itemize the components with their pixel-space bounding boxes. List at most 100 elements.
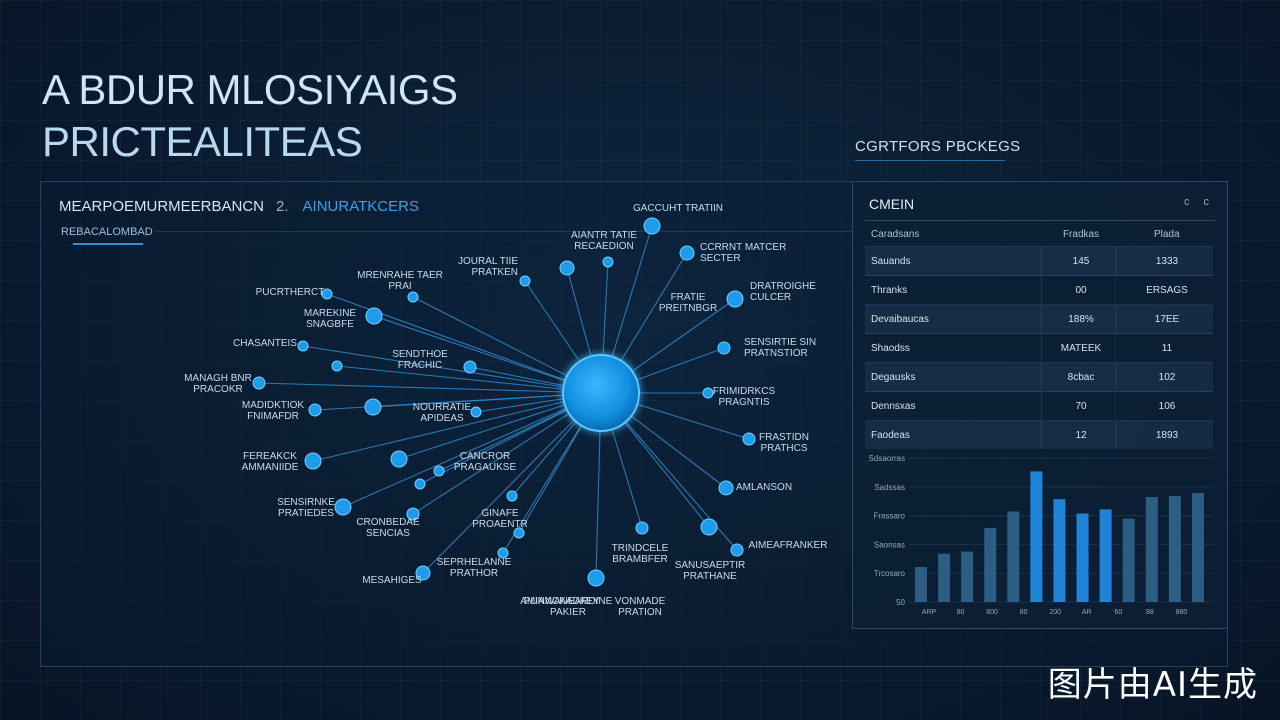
- network-node[interactable]: [726, 290, 744, 308]
- network-node[interactable]: [718, 480, 734, 496]
- network-edge: [342, 392, 602, 508]
- right-heading-underline: [855, 160, 1005, 161]
- chart-x-label: 880: [1176, 609, 1188, 616]
- table-row[interactable]: Degausks 8cbac 102: [865, 362, 1213, 392]
- network-node[interactable]: [717, 341, 731, 355]
- network-node[interactable]: [602, 256, 614, 268]
- tab-underline: [73, 243, 143, 245]
- network-node[interactable]: [679, 245, 695, 261]
- table-cell: 102: [1115, 362, 1213, 392]
- table-cell: Degausks: [865, 362, 1042, 392]
- chart-x-label: AR: [1082, 609, 1092, 616]
- network-node[interactable]: [364, 398, 382, 416]
- network-node[interactable]: [742, 432, 756, 446]
- table-cell: Shaodss: [865, 333, 1042, 363]
- side-control-2[interactable]: c: [1203, 196, 1210, 208]
- panel-tab[interactable]: REBACALOMBAD: [61, 226, 153, 238]
- chart-bar[interactable]: [1191, 492, 1204, 602]
- network-edge: [422, 392, 602, 574]
- table-header[interactable]: Plada: [1153, 228, 1180, 240]
- network-node[interactable]: [497, 547, 509, 559]
- side-panel-rule: [865, 220, 1215, 221]
- network-node[interactable]: [406, 507, 420, 521]
- table-header[interactable]: Caradsans: [871, 228, 920, 240]
- network-node[interactable]: [506, 490, 518, 502]
- network-edge: [326, 293, 602, 394]
- table-header-row: Caradsans Fradkas Plada: [865, 222, 1213, 247]
- network-edge: [312, 392, 602, 462]
- chart-y-label: Sdsaorras: [869, 454, 905, 463]
- chart-bar[interactable]: [961, 551, 974, 602]
- table-cell: 1333: [1115, 246, 1213, 276]
- chart-bar[interactable]: [1122, 518, 1135, 602]
- table-row[interactable]: Thranks 00 ERSAGS: [865, 275, 1213, 305]
- network-node[interactable]: [559, 260, 575, 276]
- hub-node[interactable]: [562, 354, 640, 432]
- chart-y-label: Trcosaro: [874, 569, 906, 578]
- panel-heading-accent[interactable]: AINURATKCERS: [302, 198, 419, 215]
- network-node[interactable]: [414, 478, 426, 490]
- network-node[interactable]: [433, 465, 445, 477]
- chart-bar[interactable]: [984, 527, 997, 602]
- network-node[interactable]: [470, 406, 482, 418]
- chart-bar[interactable]: [1030, 471, 1043, 602]
- table-row[interactable]: Dennsxas 70 106: [865, 391, 1213, 421]
- node-label: AIMEAFRANKER: [749, 540, 828, 551]
- table-row[interactable]: Faodeas 12 1893: [865, 420, 1213, 449]
- table-header[interactable]: Fradkas: [1062, 228, 1100, 240]
- chart-bar[interactable]: [1076, 513, 1089, 602]
- table-row[interactable]: Sauands 145 1333: [865, 246, 1213, 276]
- network-node[interactable]: [463, 360, 477, 374]
- chart-bar[interactable]: [1145, 497, 1158, 602]
- table-cell: Faodeas: [865, 420, 1042, 449]
- panel-heading-rule: [156, 231, 856, 232]
- network-node[interactable]: [587, 569, 605, 587]
- network-node[interactable]: [304, 452, 322, 470]
- chart-bar[interactable]: [938, 553, 951, 602]
- network-edge: [258, 382, 602, 394]
- chart-bar[interactable]: [1168, 496, 1181, 602]
- network-node[interactable]: [308, 403, 322, 417]
- network-node[interactable]: [702, 387, 714, 399]
- chart-bar[interactable]: [1007, 511, 1020, 602]
- network-node[interactable]: [519, 275, 531, 287]
- network-node[interactable]: [252, 376, 266, 390]
- title-line-2: PRICTEALITEAS: [42, 118, 363, 165]
- network-node[interactable]: [730, 543, 744, 557]
- table-row[interactable]: Devaibaucas 188% 17EE: [865, 304, 1213, 334]
- node-label: AMLANSON: [736, 482, 792, 493]
- side-control-1[interactable]: c: [1184, 196, 1190, 208]
- chart-bar[interactable]: [915, 567, 927, 602]
- panel-heading-number: 2.: [276, 198, 289, 215]
- network-node[interactable]: [321, 288, 333, 300]
- table-row[interactable]: Shaodss MATEEK 11: [865, 333, 1213, 363]
- network-node[interactable]: [407, 291, 419, 303]
- table-cell: Devaibaucas: [865, 304, 1042, 334]
- network-node[interactable]: [643, 217, 661, 235]
- chart-bar[interactable]: [1053, 499, 1066, 602]
- network-node[interactable]: [635, 521, 649, 535]
- network-node[interactable]: [297, 340, 309, 352]
- network-node[interactable]: [334, 498, 352, 516]
- network-node[interactable]: [415, 565, 431, 581]
- chart-x-label: 80: [957, 609, 965, 616]
- network-node[interactable]: [390, 450, 408, 468]
- network-node[interactable]: [700, 518, 718, 536]
- chart-x-label: ARP: [922, 609, 937, 616]
- network-node[interactable]: [365, 307, 383, 325]
- side-panel-title: CMEIN: [869, 196, 915, 212]
- network-node[interactable]: [513, 527, 525, 539]
- network-node[interactable]: [331, 360, 343, 372]
- chart-bar[interactable]: [1099, 509, 1112, 602]
